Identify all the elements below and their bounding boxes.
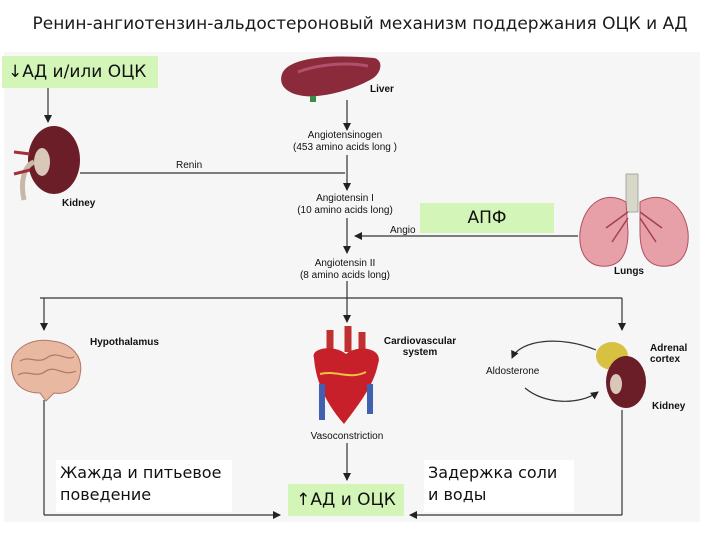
label-angiotensin-2: Angiotensin II — [314, 258, 376, 269]
label-cortex: cortex — [650, 354, 681, 365]
label-liver: Liver — [370, 84, 394, 95]
heart-icon — [313, 326, 379, 424]
label-kidney-left: Kidney — [62, 198, 96, 209]
low-bp-box: ↓АД и/или ОЦК — [2, 56, 158, 88]
retention-box: Задержка соли и воды — [424, 460, 574, 512]
label-angiotensin-1: Angiotensin I — [316, 193, 374, 204]
label-angiotensinogen-length: (453 amino acids long ) — [293, 142, 397, 153]
thirst-box: Жажда и питьевое поведение — [56, 460, 232, 512]
label-renin: Renin — [176, 160, 203, 171]
label-angiotensin-2-length: (8 amino acids long) — [299, 270, 391, 281]
label-adrenal: Adrenal — [650, 343, 688, 354]
label-lungs: Lungs — [614, 266, 644, 277]
brain-icon — [11, 339, 82, 402]
raise-bp-box: ↑АД и ОЦК — [288, 484, 404, 516]
lungs-icon — [579, 173, 689, 267]
label-angiotensin-1-length: (10 amino acids long) — [297, 205, 393, 216]
aldosterone-arrow-bottom — [524, 387, 599, 402]
liver-icon — [281, 56, 381, 102]
kidney-icon — [13, 126, 80, 201]
label-system: system — [402, 347, 438, 358]
aldosterone-arrow-top — [511, 340, 597, 359]
label-cardiovascular: Cardiovascular — [383, 336, 457, 347]
adrenal-kidney-icon — [596, 342, 646, 408]
label-aldosterone: Aldosterone — [486, 366, 540, 377]
label-vasoconstriction: Vasoconstriction — [310, 431, 384, 442]
diagram-panel — [4, 52, 700, 522]
label-kidney-right: Kidney — [652, 401, 686, 412]
label-hypothalamus: Hypothalamus — [90, 337, 159, 348]
diagram-title: Ренин-ангиотензин-альдостероновый механи… — [32, 14, 688, 34]
label-angio-partial: Angio — [390, 225, 416, 236]
label-angiotensinogen: Angiotensinogen — [307, 130, 383, 141]
ace-box: АПФ — [420, 203, 554, 233]
